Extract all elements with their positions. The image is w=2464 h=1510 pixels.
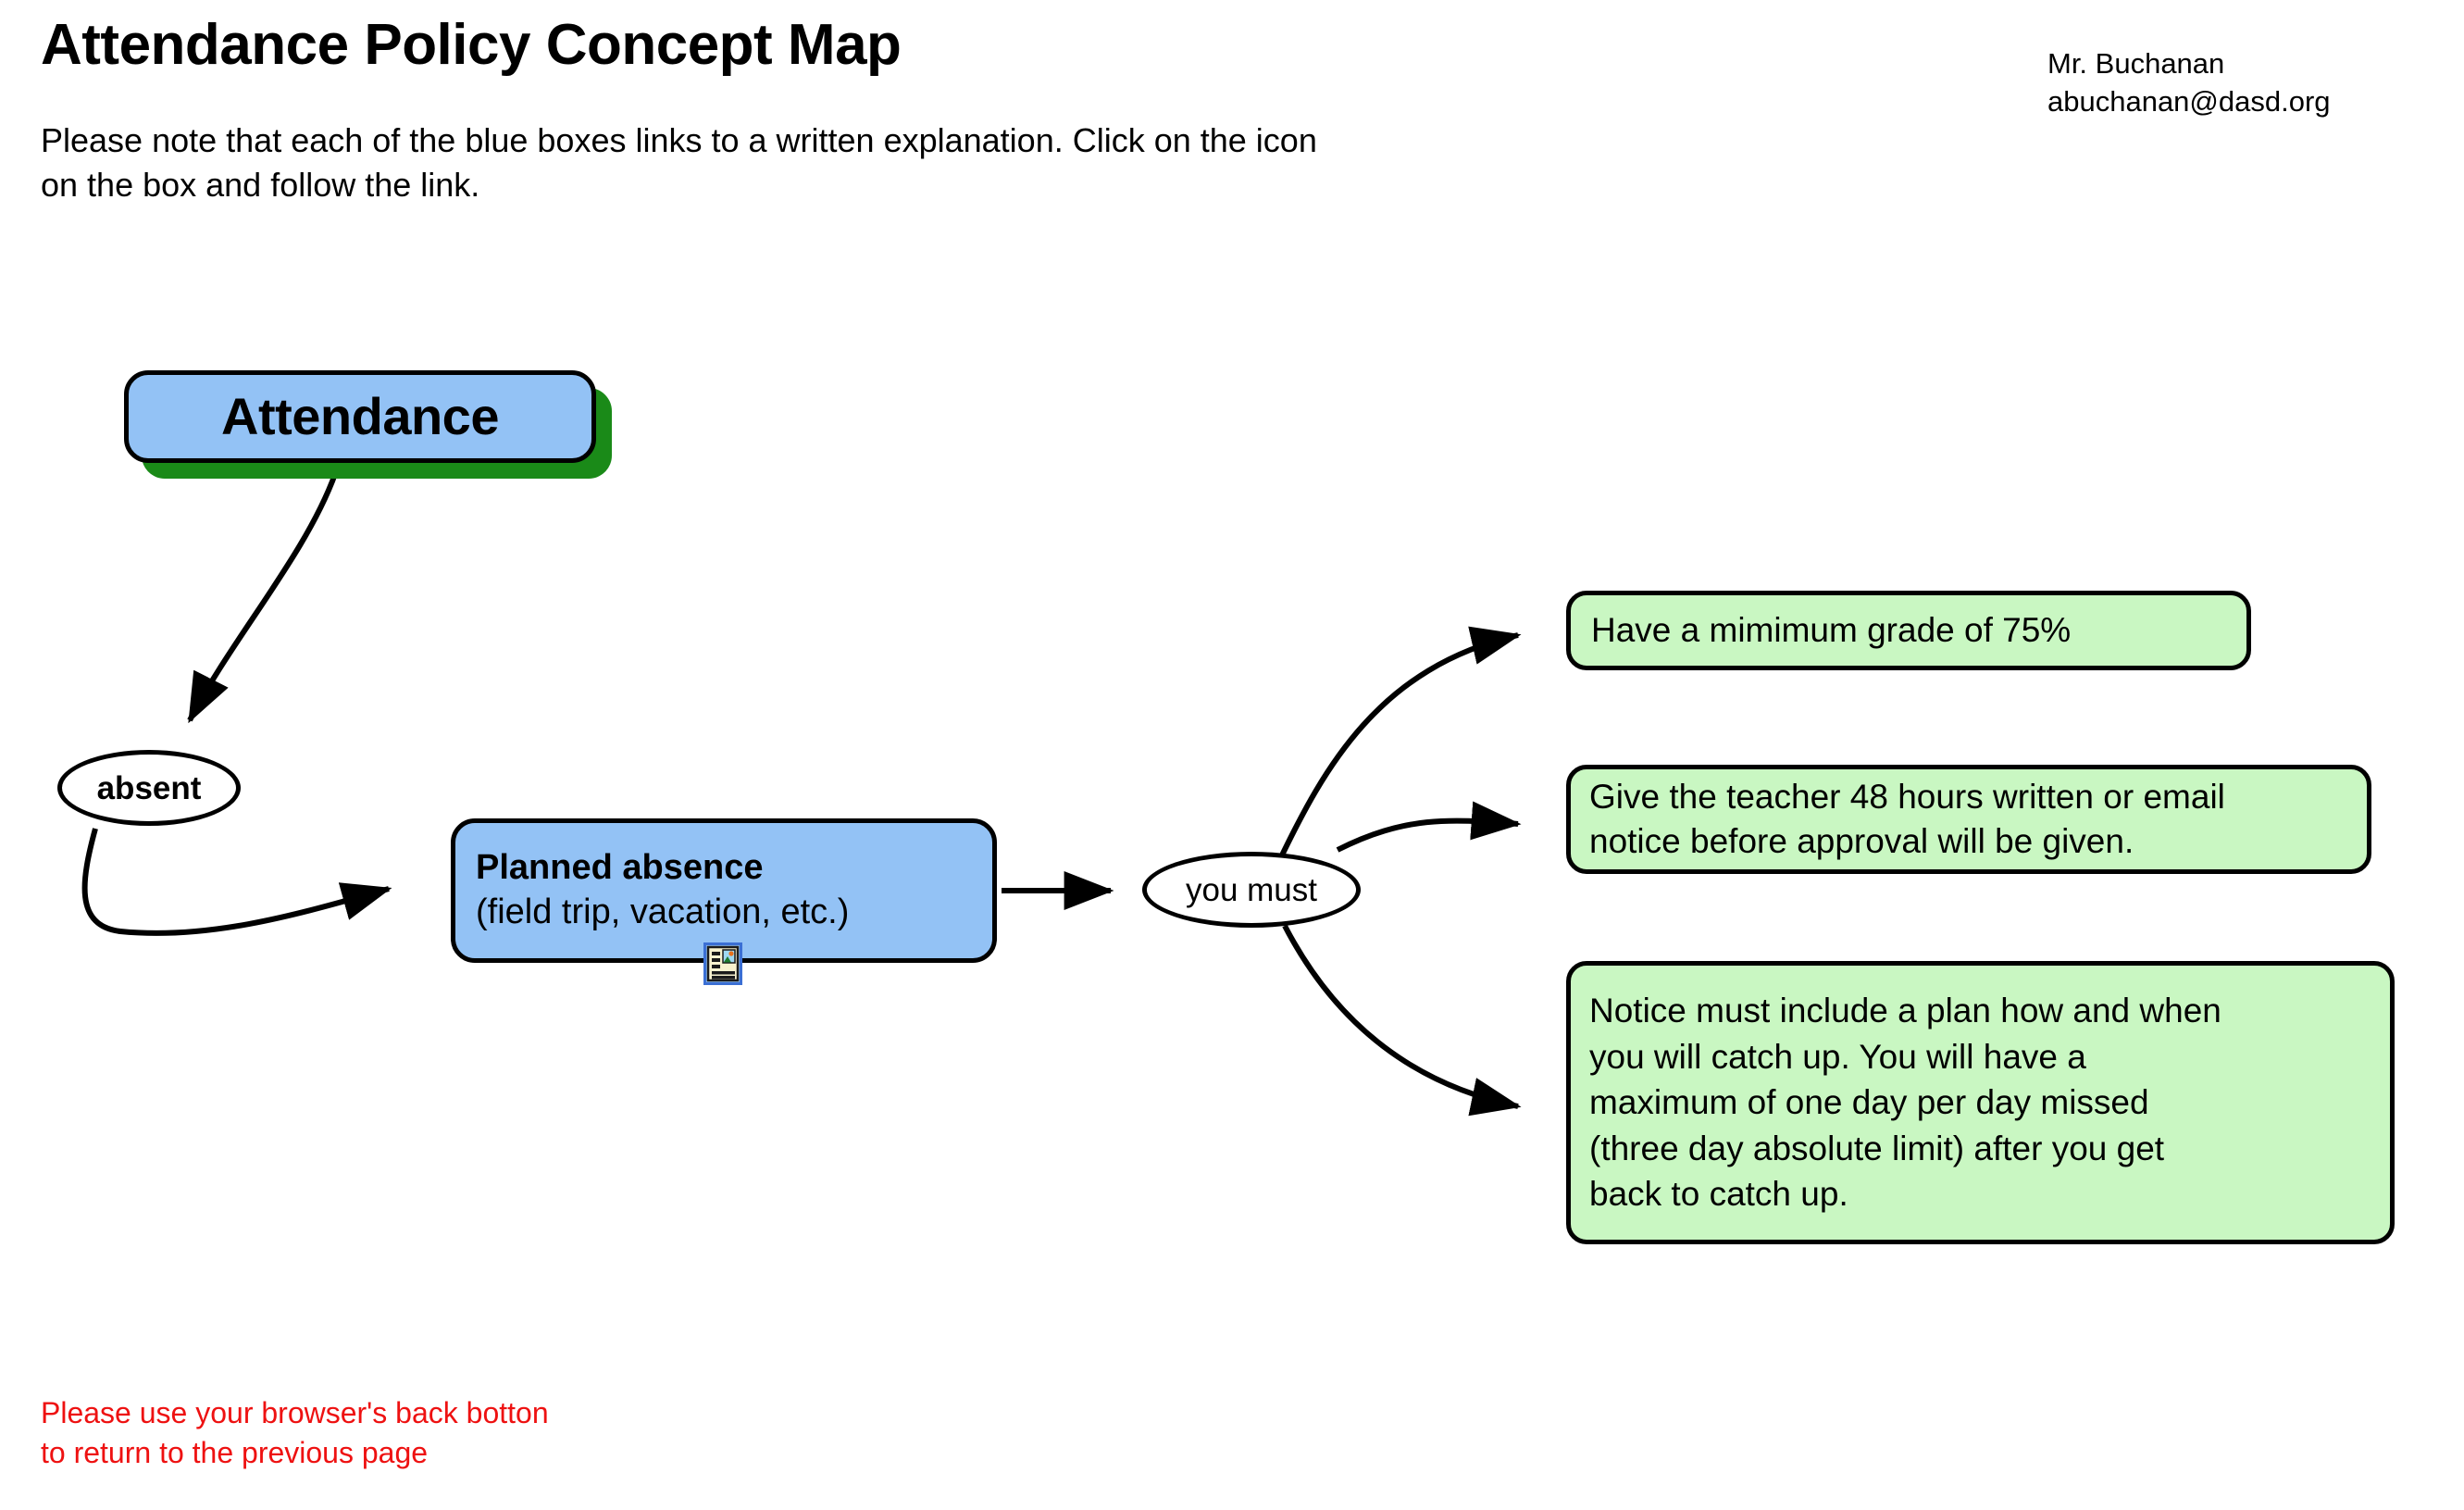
node-minimum-grade: Have a mimimum grade of 75%: [1566, 591, 2251, 670]
node-planned-absence[interactable]: Planned absence (field trip, vacation, e…: [451, 818, 997, 963]
edge-you-must-to-notice-48-hours: [1336, 801, 1522, 853]
node-attendance[interactable]: Attendance: [124, 370, 596, 463]
page-instructions: Please note that each of the blue boxes …: [41, 121, 1317, 204]
node-you-must: you must: [1142, 852, 1361, 928]
node-planned-absence-subtitle: (field trip, vacation, etc.): [476, 892, 850, 931]
contact-email: abuchanan@dasd.org: [2047, 85, 2331, 119]
node-notice-48-hours: Give the teacher 48 hours written or ema…: [1566, 765, 2371, 874]
node-absent: absent: [57, 750, 241, 826]
document-image-icon[interactable]: [703, 942, 742, 985]
contact-block: Mr. Buchanan abuchanan@dasd.org: [2047, 44, 2436, 120]
node-attendance-label: Attendance: [221, 387, 499, 445]
node-absent-label: absent: [96, 769, 202, 806]
node-planned-absence-title: Planned absence: [476, 848, 764, 888]
node-catch-up-plan: Notice must include a plan how and when …: [1566, 961, 2395, 1244]
node-you-must-label: you must: [1186, 871, 1317, 908]
contact-name: Mr. Buchanan: [2047, 47, 2225, 80]
edge-attendance-to-absent: [187, 472, 338, 724]
edge-you-must-to-catch-up-plan: [1282, 924, 1522, 1117]
edge-you-must-to-minimum-grade: [1276, 626, 1522, 863]
page-title: Attendance Policy Concept Map: [41, 13, 902, 77]
node-minimum-grade-label: Have a mimimum grade of 75%: [1591, 610, 2072, 649]
node-notice-48-hours-label: Give the teacher 48 hours written or ema…: [1589, 777, 2225, 860]
edge-absent-to-planned-absence: [81, 828, 392, 936]
node-catch-up-plan-label: Notice must include a plan how and when …: [1589, 992, 2221, 1214]
browser-back-note: Please use your browser's back botton to…: [41, 1396, 549, 1469]
